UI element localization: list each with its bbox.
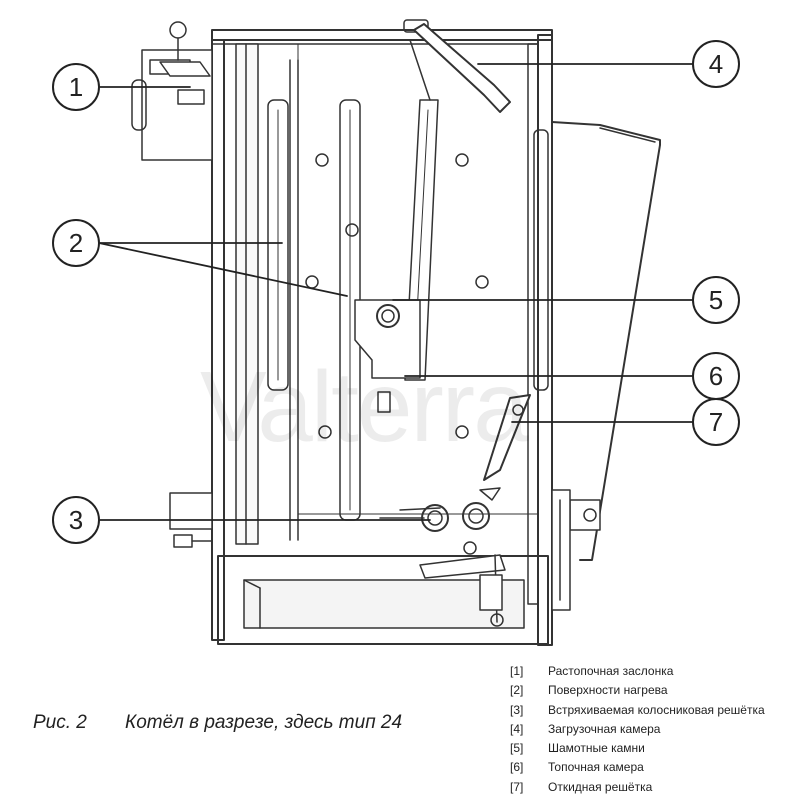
callout-numbers: 1 2 3 4 5 6 7 [69, 49, 723, 535]
callout-3-label: 3 [69, 505, 83, 535]
legend-number: [3] [510, 702, 524, 717]
combustion-chamber [354, 299, 506, 627]
callout-2-label: 2 [69, 228, 83, 258]
lower-left-fitting [169, 492, 213, 548]
callout-1-label: 1 [69, 72, 83, 102]
legend-item: [4] Загрузочная камера [510, 720, 765, 739]
figure-number: Рис. 2 [33, 712, 87, 733]
figure-caption: Рис. 2 Котёл в разрезе, здесь тип 24 [33, 712, 402, 734]
legend-item: [3] Встряхиваемая колосниковая решётка [510, 701, 765, 720]
callout-2-leader-b [98, 242, 348, 297]
legend-item: [1] Растопочная заслонка [510, 662, 765, 681]
tipping-grate [479, 394, 531, 501]
legend-number: [4] [510, 721, 524, 736]
legend-item: [2] Поверхности нагрева [510, 681, 765, 700]
legend-text: Растопочная заслонка [548, 664, 674, 678]
legend-text: Встряхиваемая колосниковая решётка [548, 702, 765, 717]
legend-text: Поверхности нагрева [548, 683, 668, 698]
callout-4-label: 4 [709, 49, 723, 79]
callout-6-label: 6 [709, 361, 723, 391]
figure-title: Котёл в разрезе, здесь тип 24 [125, 712, 403, 733]
loading-door-lever [403, 19, 511, 113]
legend-text: Откидная решётка [548, 779, 653, 794]
legend-number: [6] [510, 760, 524, 775]
legend-text: Шамотные камни [548, 741, 645, 756]
legend-text: Топочная камера [548, 760, 644, 775]
legend-number: [1] [510, 664, 524, 678]
legend: [1] Растопочная заслонка [2] Поверхности н… [510, 662, 765, 797]
boiler-casing [211, 29, 553, 646]
legend-text: Загрузочная камера [548, 721, 661, 736]
legend-item: [6] Топочная камера [510, 758, 765, 777]
callout-7-label: 7 [709, 407, 723, 437]
legend-number: [7] [510, 779, 524, 794]
legend-number: [5] [510, 741, 524, 756]
legend-item: [5] Шамотные камни [510, 739, 765, 758]
callout-5-label: 5 [709, 285, 723, 315]
legend-item: [7] Откидная решётка [510, 778, 765, 797]
legend-number: [2] [510, 683, 524, 698]
front-door-casing [551, 121, 661, 611]
starter-damper [131, 21, 213, 161]
callouts [52, 40, 740, 544]
